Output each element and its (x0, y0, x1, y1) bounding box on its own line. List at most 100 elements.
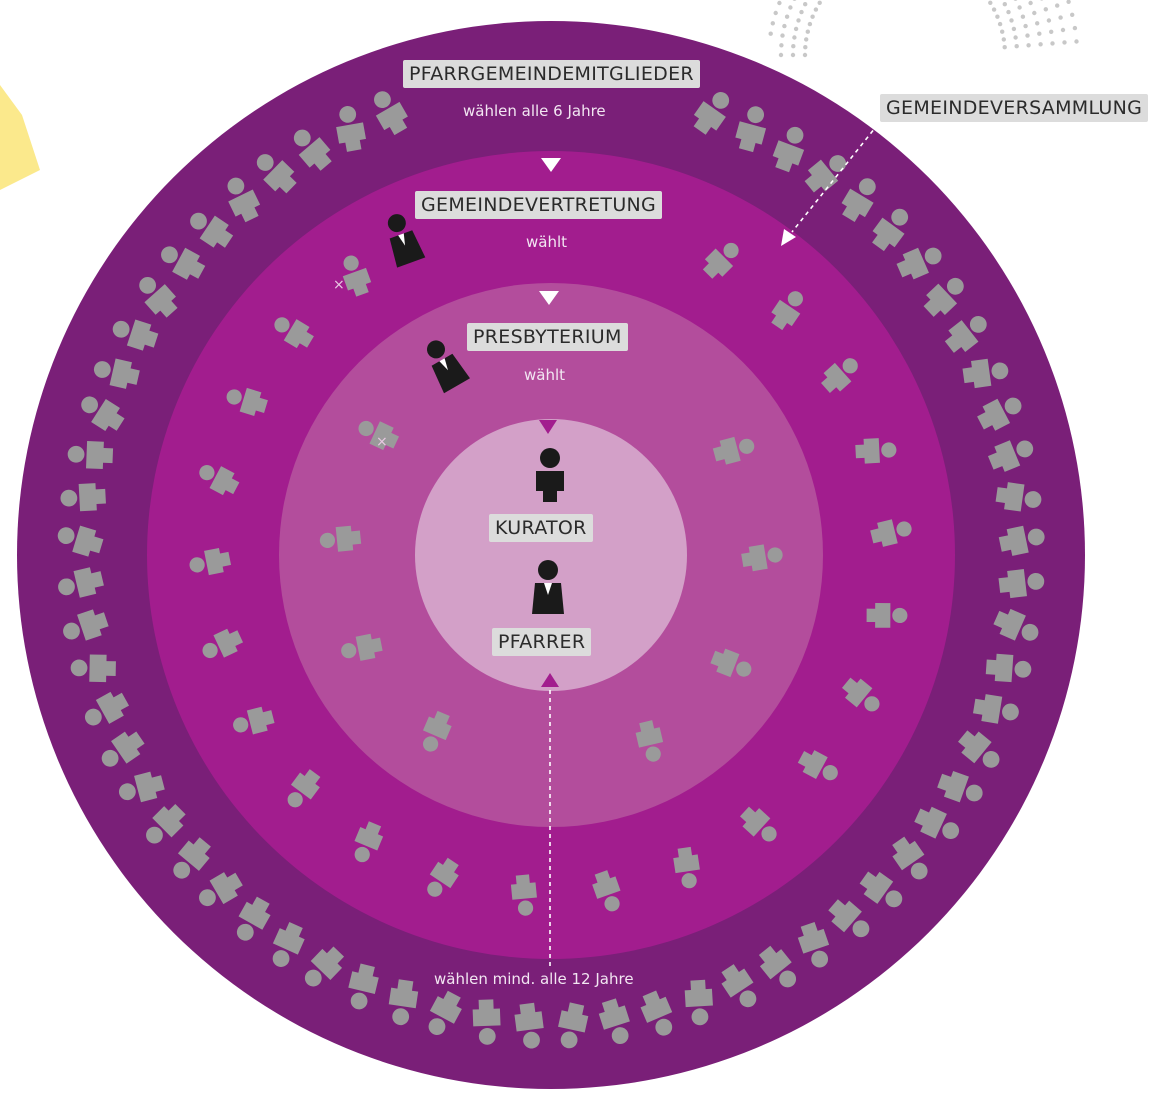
triangle-arrow-icon (781, 229, 796, 246)
person-icon (896, 247, 942, 280)
person-icon (112, 319, 159, 351)
crowd-dot (995, 14, 1000, 19)
note-representatives: wählt (526, 233, 568, 251)
crowd-dot (1040, 0, 1044, 1)
x-mark: × (376, 434, 388, 450)
person-icon (937, 770, 983, 803)
person-icon (190, 212, 234, 248)
person-icon (472, 999, 501, 1045)
crowd-dot (782, 23, 787, 29)
person-icon (958, 730, 1000, 768)
person-icon (514, 1002, 544, 1049)
person-icon (684, 979, 713, 1026)
person-icon (67, 441, 114, 470)
person-icon (342, 255, 372, 297)
person-icon (336, 105, 366, 152)
person-icon (758, 945, 797, 988)
pastor-icon (427, 340, 470, 394)
person-icon (859, 871, 903, 908)
person-icon (866, 603, 908, 628)
person-icon (287, 769, 321, 808)
crowd-dot (1072, 25, 1078, 31)
label-members: PFARRGEMEINDEMITGLIEDER (403, 60, 700, 88)
person-icon (272, 922, 305, 967)
crowd-dot (1025, 33, 1030, 38)
person-icon (977, 397, 1022, 431)
person-icon (236, 896, 271, 941)
crowd-swirl-decoration (768, 0, 1079, 58)
triangle-arrow-icon (539, 420, 557, 434)
crowd-dot (991, 7, 997, 12)
person-icon (855, 438, 897, 464)
label-assembly: GEMEINDEVERSAMMLUNG (880, 94, 1149, 122)
person-icon (721, 964, 757, 1008)
person-icon (427, 857, 459, 897)
person-icon (348, 963, 379, 1010)
crowd-dot (792, 0, 797, 1)
person-icon (70, 654, 116, 683)
person-icon (428, 990, 462, 1035)
crowd-dot (1001, 37, 1006, 42)
circle-center (415, 419, 687, 691)
crowd-dot (768, 31, 773, 36)
crowd-dot (791, 44, 796, 49)
crowd-dot (792, 35, 797, 40)
person-icon (60, 483, 106, 512)
crowd-dot (802, 52, 808, 58)
yellow-accent-shape (0, 85, 40, 190)
crowd-dot (997, 21, 1003, 27)
crowd-dot (1035, 21, 1040, 26)
person-icon (944, 316, 987, 353)
person-icon (972, 694, 1019, 724)
person-icon (173, 837, 211, 879)
crowd-dot (804, 37, 809, 42)
crowd-dot (1032, 10, 1037, 16)
crowd-dot (1009, 18, 1014, 23)
person-icon (710, 648, 752, 678)
person-icon (841, 677, 880, 712)
crowd-dot (1058, 15, 1063, 20)
person-icon (592, 870, 621, 912)
crowd-dot (807, 21, 813, 27)
person-icon (146, 803, 186, 844)
crowd-dot (773, 10, 778, 16)
person-icon (735, 106, 767, 153)
crowd-dot (1014, 44, 1019, 49)
person-icon (987, 440, 1034, 472)
person-icon (985, 653, 1032, 683)
crowd-dot (805, 29, 810, 34)
person-icon (739, 806, 777, 842)
label-curator: KURATOR (489, 514, 593, 542)
person-icon (84, 691, 130, 726)
person-icon (828, 899, 870, 938)
person-icon (998, 525, 1045, 556)
crowd-dot (796, 18, 801, 23)
person-icon (139, 276, 178, 318)
person-icon (202, 628, 244, 659)
crowd-dot (1013, 35, 1018, 40)
person-icon (797, 921, 830, 968)
person-icon (923, 277, 964, 317)
person-icon (914, 806, 960, 840)
person-icon (319, 525, 362, 552)
crowd-dot (1043, 7, 1049, 12)
crowd-dot (1028, 0, 1033, 6)
triangle-arrow-icon (541, 158, 561, 172)
pastor-icon (532, 560, 564, 614)
person-icon (797, 750, 838, 781)
crowd-dot (1074, 39, 1079, 44)
crowd-dot (777, 0, 782, 6)
crowd-dot (1000, 29, 1005, 34)
crowd-dot (803, 1, 808, 7)
x-mark: × (333, 277, 345, 293)
person-icon (374, 91, 408, 136)
people-group (57, 91, 1045, 1049)
person-icon (354, 821, 384, 863)
person-icon (227, 177, 261, 223)
crowd-dot (1020, 14, 1026, 19)
person-icon (101, 731, 145, 767)
person-icon (233, 706, 275, 735)
person-icon (598, 998, 630, 1044)
person-icon (772, 126, 805, 173)
